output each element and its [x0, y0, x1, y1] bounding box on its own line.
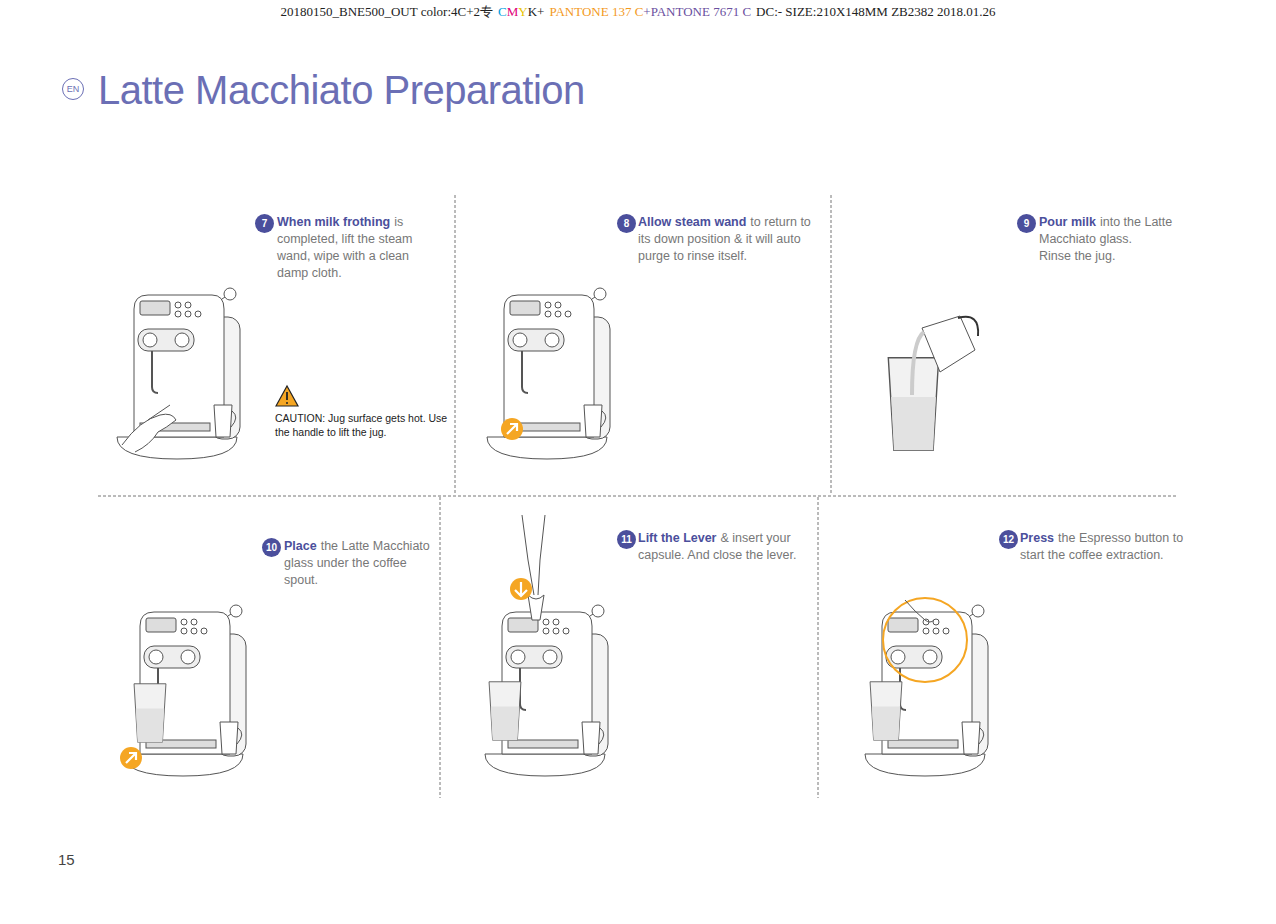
language-code: EN: [67, 84, 80, 94]
print-text: Y: [518, 4, 527, 19]
step-number: 12: [999, 530, 1018, 549]
step-number-text: 12: [1003, 534, 1014, 545]
step-body: Rinse the jug.: [1039, 248, 1209, 265]
step-heading: Lift the Lever: [638, 531, 717, 545]
step-heading: Allow steam wand: [638, 215, 746, 229]
step-number: 8: [617, 214, 636, 233]
print-text: M: [507, 4, 519, 19]
step-text: Lift the Lever& insert your capsule. And…: [638, 530, 803, 564]
print-text: +PANTONE 7671 C: [643, 4, 751, 19]
page-title: Latte Macchiato Preparation: [98, 68, 585, 113]
print-text: PANTONE 137 C: [549, 4, 643, 19]
step-text: Placethe Latte Macchiato glass under the…: [284, 538, 434, 589]
step-heading: When milk frothing: [277, 215, 390, 229]
step-heading: Press: [1020, 531, 1054, 545]
step-heading: Pour milk: [1039, 215, 1096, 229]
step-number-text: 7: [262, 218, 268, 229]
step-number-text: 11: [621, 534, 632, 545]
step-text: Pour milkinto the Latte Macchiato glass.…: [1039, 214, 1209, 265]
language-badge: EN: [62, 78, 84, 100]
page-number: 15: [58, 851, 75, 868]
step-number: 9: [1017, 214, 1036, 233]
caution-note: CAUTION: Jug surface gets hot. Use the h…: [275, 411, 450, 439]
step-number-text: 9: [1024, 218, 1030, 229]
step-number: 7: [255, 214, 274, 233]
step-text: When milk frothingis completed, lift the…: [277, 214, 442, 282]
print-text: K+: [528, 4, 545, 19]
step-number-text: 8: [624, 218, 630, 229]
print-text: DC:- SIZE:210X148MM ZB2382 2018.01.26: [756, 4, 995, 19]
print-text: 20180150_BNE500_OUT color:4C+2专: [280, 4, 493, 19]
print-text: C: [498, 4, 507, 19]
step-text: Allow steam wandto return to its down po…: [638, 214, 813, 265]
print-info: 20180150_BNE500_OUT color:4C+2专 CMYK+ PANT…: [0, 3, 1276, 21]
step-heading: Place: [284, 539, 317, 553]
step-number-text: 10: [266, 542, 277, 553]
step-number: 11: [617, 530, 636, 549]
step-text: Pressthe Espresso button to start the co…: [1020, 530, 1200, 564]
step-number: 10: [262, 538, 281, 557]
